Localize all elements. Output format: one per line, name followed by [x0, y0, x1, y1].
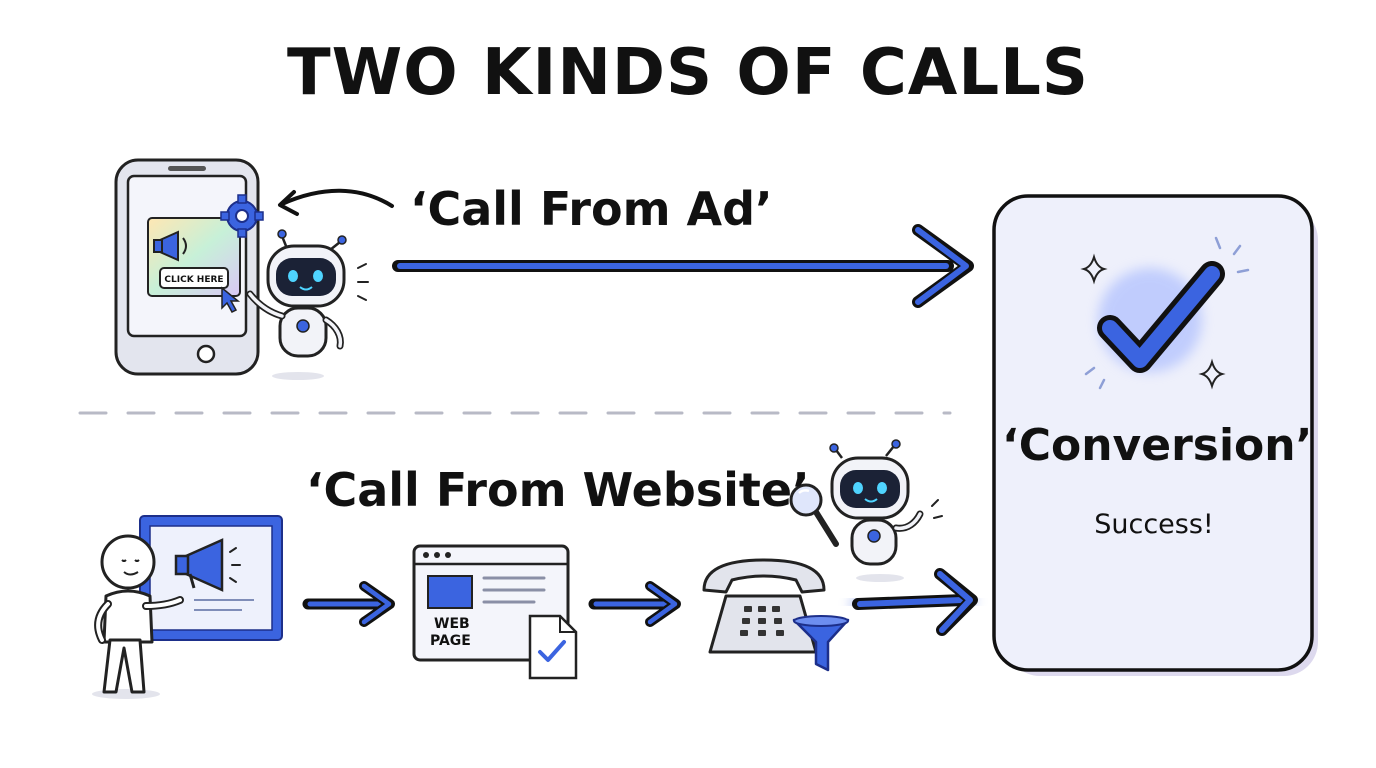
click-here-label: CLICK HERE [164, 275, 223, 285]
conversion-title: ‘Conversion’ [1002, 420, 1313, 471]
web-page-label-line1: WEB [434, 616, 470, 632]
arrow-2 [588, 581, 681, 627]
conversion-card [992, 194, 1318, 676]
call-from-ad-label: ‘Call From Ad’ [410, 182, 773, 236]
telephone-icon [702, 558, 850, 672]
document-check-icon [528, 614, 578, 680]
robot-icon [246, 229, 369, 380]
web-page-label-line2: PAGE [430, 633, 471, 649]
conversion-subtitle: Success! [1094, 509, 1214, 540]
presentation-board-icon [139, 515, 283, 641]
arrow-to-conversion-bottom [850, 568, 978, 636]
arrow-to-conversion-top [390, 224, 974, 308]
robot-icon [789, 439, 943, 582]
megaphone-icon [174, 538, 241, 592]
gear-icon [220, 194, 264, 238]
megaphone-icon [153, 230, 187, 262]
checkmark-icon [1097, 261, 1225, 373]
magnifier-icon [789, 483, 839, 547]
click-here-button-shape [159, 267, 229, 289]
call-from-website-label: ‘Call From Website’ [306, 463, 810, 517]
curved-arrow-icon [280, 188, 394, 208]
funnel-icon [792, 615, 850, 672]
diagram-title: TWO KINDS OF CALLS [287, 36, 1089, 110]
person-icon [92, 534, 184, 699]
sparkle-icon [1080, 253, 1108, 285]
sparkle-icon [1198, 358, 1226, 390]
arrow-1 [302, 581, 395, 627]
phone-icon: CLICK HERE [114, 158, 260, 376]
web-page-icon: WEB PAGE [412, 544, 578, 680]
cursor-icon [221, 286, 241, 313]
